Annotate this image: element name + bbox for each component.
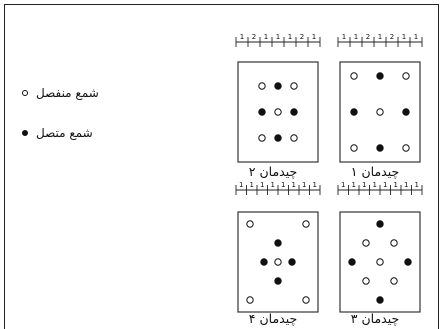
layout-2-point-open xyxy=(290,134,298,142)
layout-2-point-filled xyxy=(274,82,282,90)
layout-1-point-open xyxy=(376,108,384,116)
legend-item-separate: شمع منفصل xyxy=(22,84,182,102)
layout-2-point-open xyxy=(258,82,266,90)
layout-4-point-filled xyxy=(288,258,296,266)
layout-2-ruler-label: 2 xyxy=(300,33,304,41)
layout-4-point-open xyxy=(302,220,310,228)
layout-2-point-filled xyxy=(290,108,298,116)
layout-2-point-open xyxy=(258,134,266,142)
legend-label-separate: شمع منفصل xyxy=(36,86,99,100)
layout-4-box xyxy=(237,211,319,313)
caption-layout-3: چیدمان ۳ xyxy=(350,311,400,326)
layout-4-ruler-label: 1 xyxy=(239,181,243,189)
layout-1-point-filled xyxy=(376,72,384,80)
layout-1-point-open xyxy=(402,144,410,152)
layout-1-ruler-label: 2 xyxy=(390,33,394,41)
legend-label-connected: شمع متصل xyxy=(36,126,93,140)
layout-2-ruler-label: 2 xyxy=(252,33,256,41)
layout-4-point-open xyxy=(246,296,254,304)
layout-1-ruler-label: 1 xyxy=(342,33,346,41)
layout-3-point-open xyxy=(390,239,398,247)
layout-2-box xyxy=(237,61,319,163)
layout-2-ruler-label: 1 xyxy=(240,33,244,41)
layout-1-point-filled xyxy=(376,144,384,152)
layout-4-ruler-label: 1 xyxy=(250,181,254,189)
layout-2-ruler-label: 1 xyxy=(312,33,316,41)
layout-3-point-open xyxy=(376,258,384,266)
layout-3-ruler-label: 1 xyxy=(383,181,387,189)
layout-3-point-open xyxy=(362,239,370,247)
layout-1-point-filled xyxy=(402,108,410,116)
layout-3-point-open xyxy=(362,277,370,285)
layout-3-point-open xyxy=(390,277,398,285)
layout-2-point-filled xyxy=(258,108,266,116)
layout-1-point-open xyxy=(350,144,358,152)
layout-3-box xyxy=(339,211,421,313)
layout-4-ruler-label: 1 xyxy=(313,181,317,189)
layout-4-point-filled xyxy=(274,277,282,285)
layout-4-point-filled xyxy=(260,258,268,266)
legend-item-connected: شمع متصل xyxy=(22,124,182,142)
layout-3-ruler-label: 1 xyxy=(362,181,366,189)
layout-4-point-open xyxy=(246,220,254,228)
layout-2-point-open xyxy=(290,82,298,90)
layout-1-ruler-label: 1 xyxy=(402,33,406,41)
outer-border xyxy=(4,4,439,329)
layout-4-point-open xyxy=(302,296,310,304)
layout-3-ruler-label: 1 xyxy=(373,181,377,189)
layout-2-ruler-label: 1 xyxy=(264,33,268,41)
layout-4-ruler-label: 1 xyxy=(281,181,285,189)
caption-layout-2: چیدمان ۲ xyxy=(248,164,298,179)
layout-4-ruler-label: 1 xyxy=(302,181,306,189)
layout-2-point-filled xyxy=(274,134,282,142)
layout-1-point-filled xyxy=(350,108,358,116)
layout-4-ruler-label: 1 xyxy=(271,181,275,189)
layout-3-ruler-label: 1 xyxy=(404,181,408,189)
layout-1-ruler-label: 1 xyxy=(414,33,418,41)
open-circle-icon xyxy=(22,90,28,96)
layout-1-point-open xyxy=(350,72,358,80)
layout-2-ruler-label: 1 xyxy=(288,33,292,41)
layout-1-box xyxy=(339,61,421,163)
legend: شمع منفصل شمع متصل xyxy=(22,84,182,164)
layout-3-ruler-label: 1 xyxy=(415,181,419,189)
layout-3-ruler-label: 1 xyxy=(394,181,398,189)
layout-4-point-open xyxy=(274,258,282,266)
layout-3-point-filled xyxy=(376,296,384,304)
layout-2-ruler-label: 1 xyxy=(276,33,280,41)
layout-4-point-filled xyxy=(274,239,282,247)
layout-3-point-filled xyxy=(348,258,356,266)
layout-4-ruler-label: 1 xyxy=(292,181,296,189)
layout-2-point-open xyxy=(274,108,282,116)
layout-3-point-filled xyxy=(404,258,412,266)
caption-layout-1: چیدمان ۱ xyxy=(350,164,400,179)
layout-1-point-open xyxy=(402,72,410,80)
layout-3-point-filled xyxy=(376,220,384,228)
filled-circle-icon xyxy=(22,130,28,136)
layout-3-ruler-label: 1 xyxy=(352,181,356,189)
layout-1-ruler-label: 1 xyxy=(354,33,358,41)
layout-1-ruler-label: 1 xyxy=(378,33,382,41)
caption-layout-4: چیدمان ۴ xyxy=(248,311,298,326)
layout-1-ruler-label: 2 xyxy=(366,33,370,41)
layout-4-ruler-label: 1 xyxy=(260,181,264,189)
layout-3-ruler-label: 1 xyxy=(341,181,345,189)
